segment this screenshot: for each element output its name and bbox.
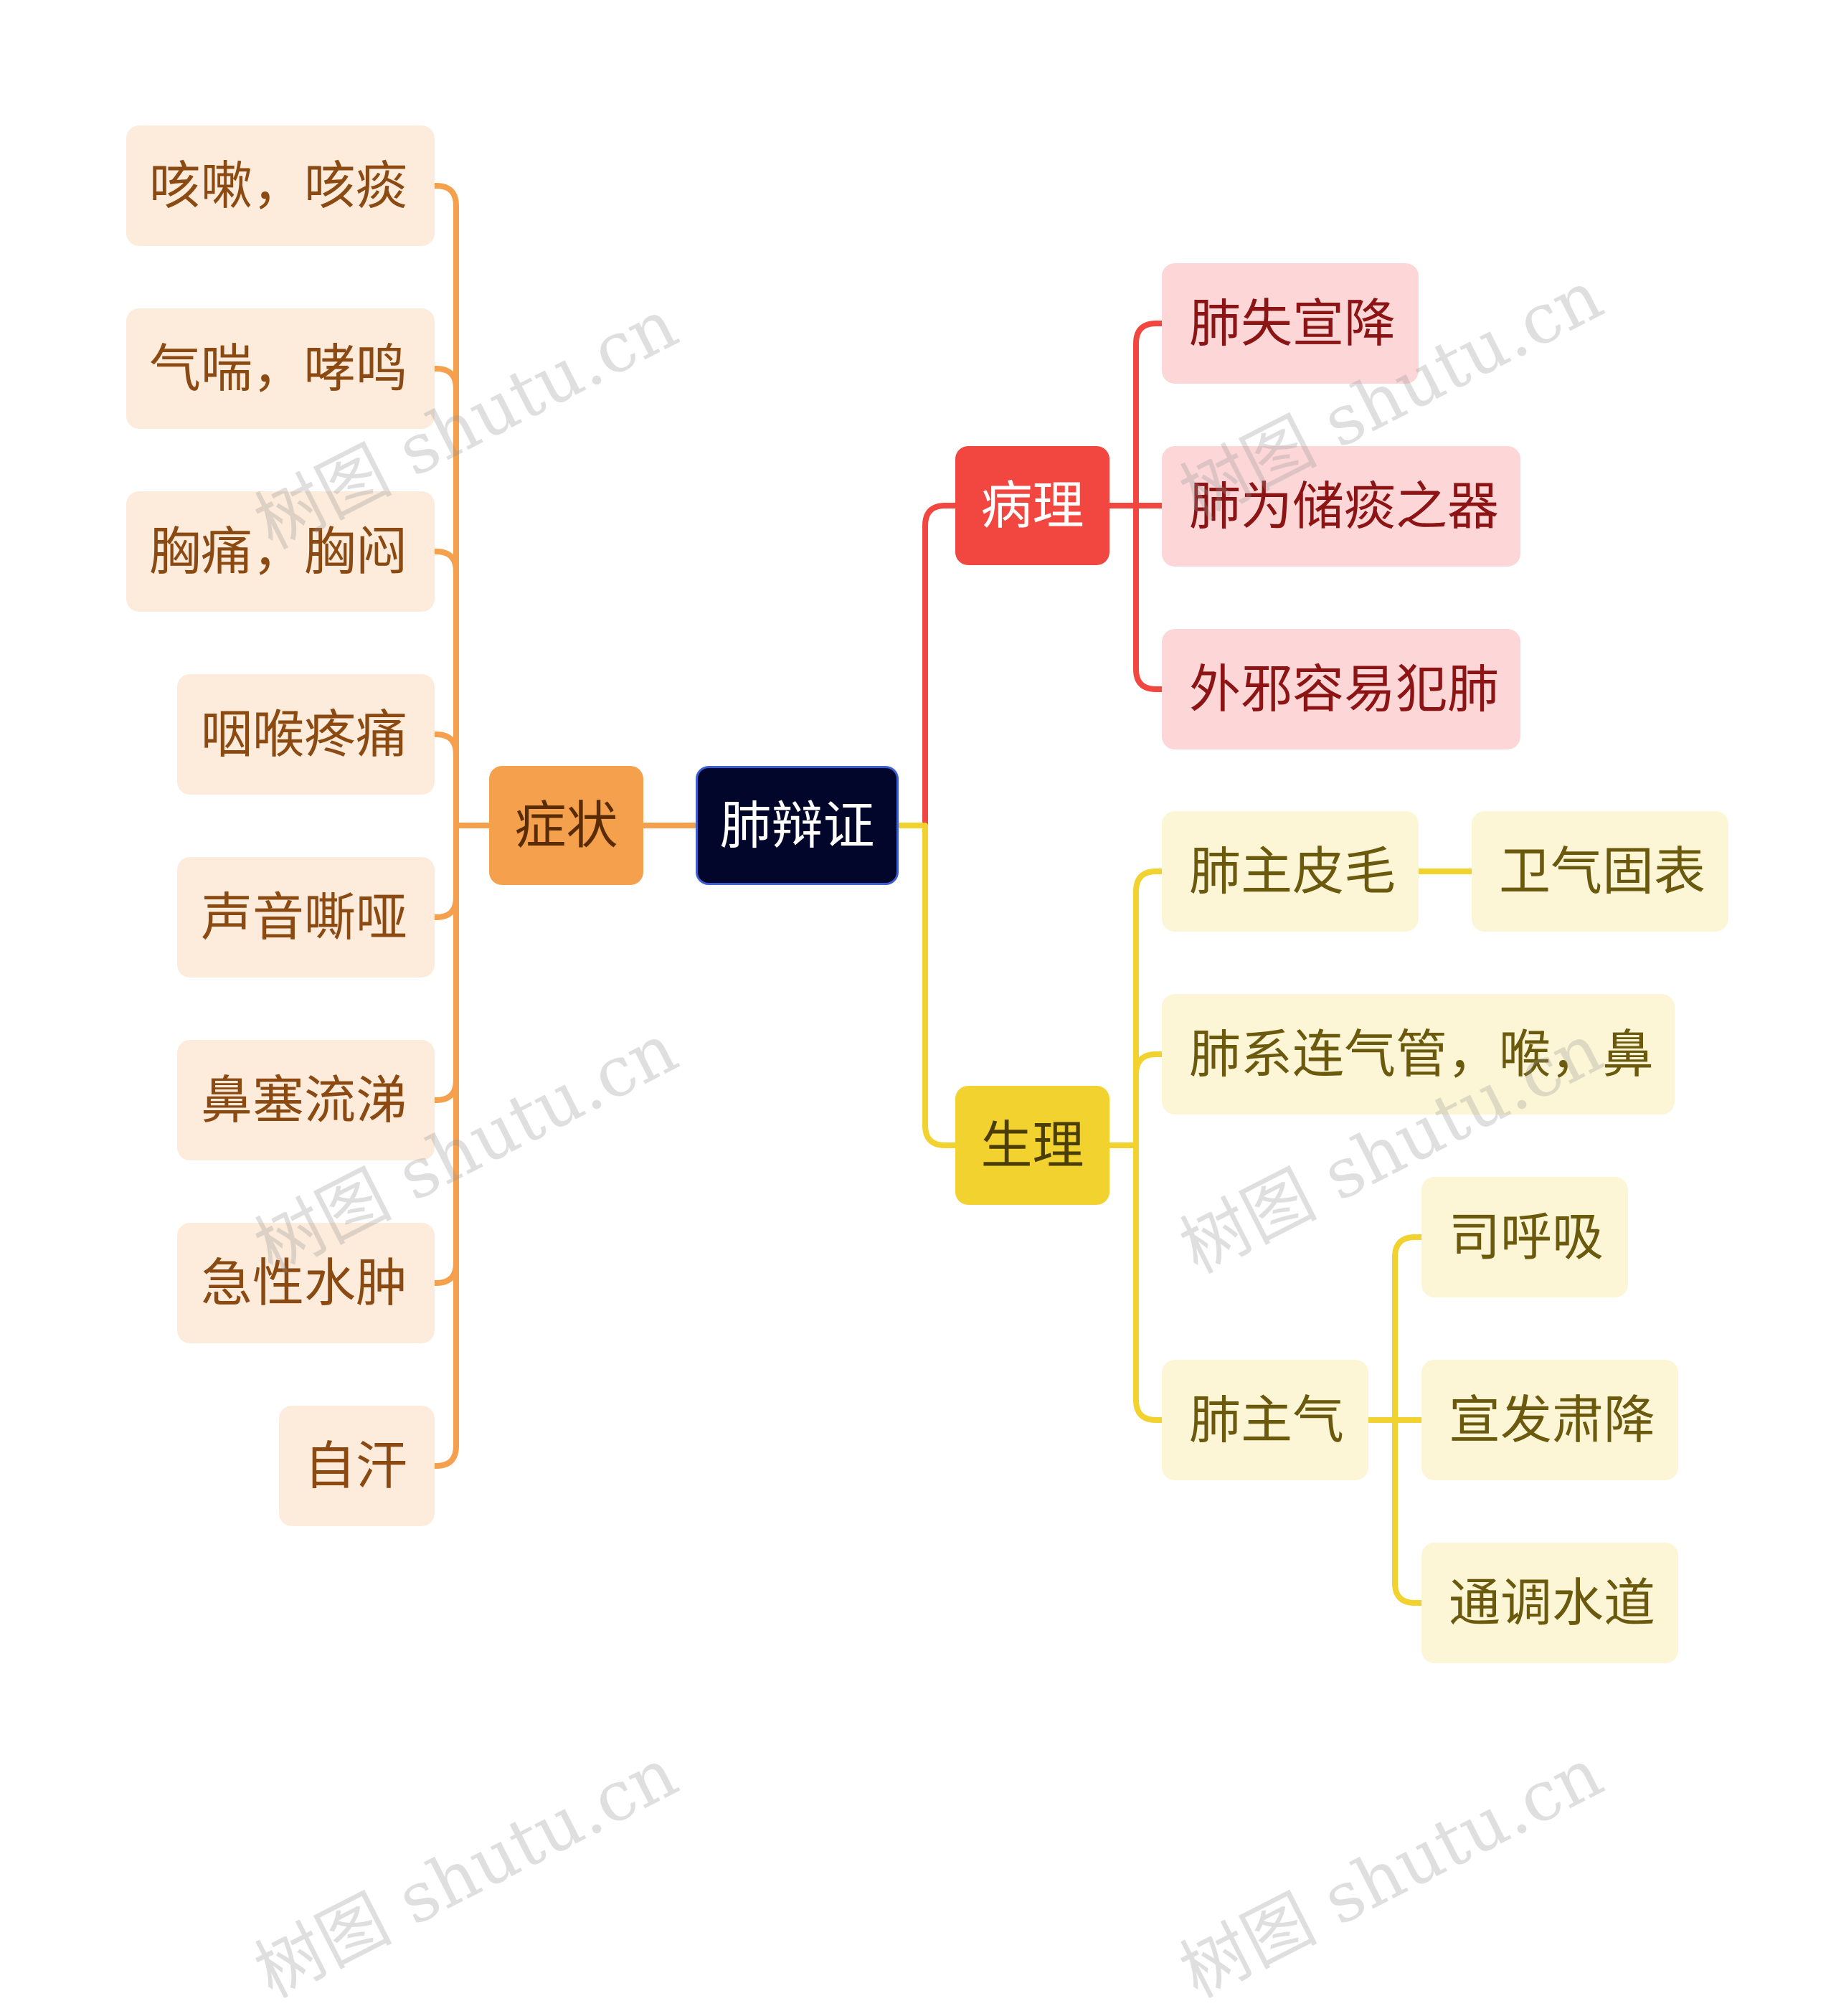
symptom-item[interactable]: 急性水肿 [177, 1223, 435, 1343]
link-symptom-leaf [432, 823, 492, 1286]
link-physiology-sub [1366, 1417, 1424, 1606]
link-symptom-leaf [432, 366, 492, 828]
physiology-subitem[interactable]: 宣发肃降 [1421, 1360, 1678, 1480]
physiology-item[interactable]: 肺主气 [1162, 1360, 1368, 1480]
pathology-item[interactable]: 肺为储痰之器 [1162, 446, 1520, 567]
branch-pathology[interactable]: 病理 [955, 446, 1109, 565]
link-root-pathology [896, 503, 958, 828]
link-pathology-leaf [1107, 321, 1165, 508]
link-physiology-leaf [1107, 869, 1165, 1148]
link-symptom-leaf [432, 732, 492, 828]
link-physiology-leaf [1107, 1142, 1165, 1423]
physiology-subitem[interactable]: 司呼吸 [1421, 1177, 1628, 1297]
physiology-item[interactable]: 肺系连气管，喉，鼻 [1162, 994, 1675, 1115]
pathology-item[interactable]: 外邪容易犯肺 [1162, 629, 1520, 749]
link-symptom-leaf [432, 823, 492, 1469]
symptom-item[interactable]: 气喘，哮鸣 [126, 308, 435, 429]
root-node[interactable]: 肺辩证 [696, 766, 899, 885]
symptom-item[interactable]: 鼻塞流涕 [177, 1040, 435, 1160]
physiology-subitem[interactable]: 卫气固表 [1472, 811, 1728, 932]
link-symptom-leaf [432, 549, 492, 828]
physiology-subitem[interactable]: 通调水道 [1421, 1543, 1678, 1663]
link-physiology-leaf [1107, 1051, 1165, 1148]
symptom-item[interactable]: 咽喉疼痛 [177, 674, 435, 795]
symptom-item[interactable]: 声音嘶哑 [177, 857, 435, 978]
branch-physiology[interactable]: 生理 [955, 1086, 1109, 1205]
link-symptom-leaf [432, 823, 492, 920]
symptom-item[interactable]: 自汗 [279, 1406, 435, 1526]
link-root-physiology [896, 823, 958, 1148]
symptom-item[interactable]: 胸痛，胸闷 [126, 491, 435, 612]
mind-map-canvas: 肺辩证 症状 咳嗽，咳痰 气喘，哮鸣 胸痛，胸闷 咽喉疼痛 声音嘶哑 鼻塞流涕 … [126, 126, 1728, 2013]
link-symptom-leaf [432, 823, 492, 1103]
symptom-item[interactable]: 咳嗽，咳痰 [126, 126, 435, 246]
branch-symptoms[interactable]: 症状 [489, 766, 643, 885]
link-physiology-sub [1366, 1234, 1424, 1423]
connector-lines [432, 183, 1475, 1606]
link-symptom-leaf [432, 183, 492, 828]
pathology-item[interactable]: 肺失宣降 [1162, 263, 1419, 384]
link-pathology-leaf [1107, 503, 1165, 692]
physiology-item[interactable]: 肺主皮毛 [1162, 811, 1419, 932]
